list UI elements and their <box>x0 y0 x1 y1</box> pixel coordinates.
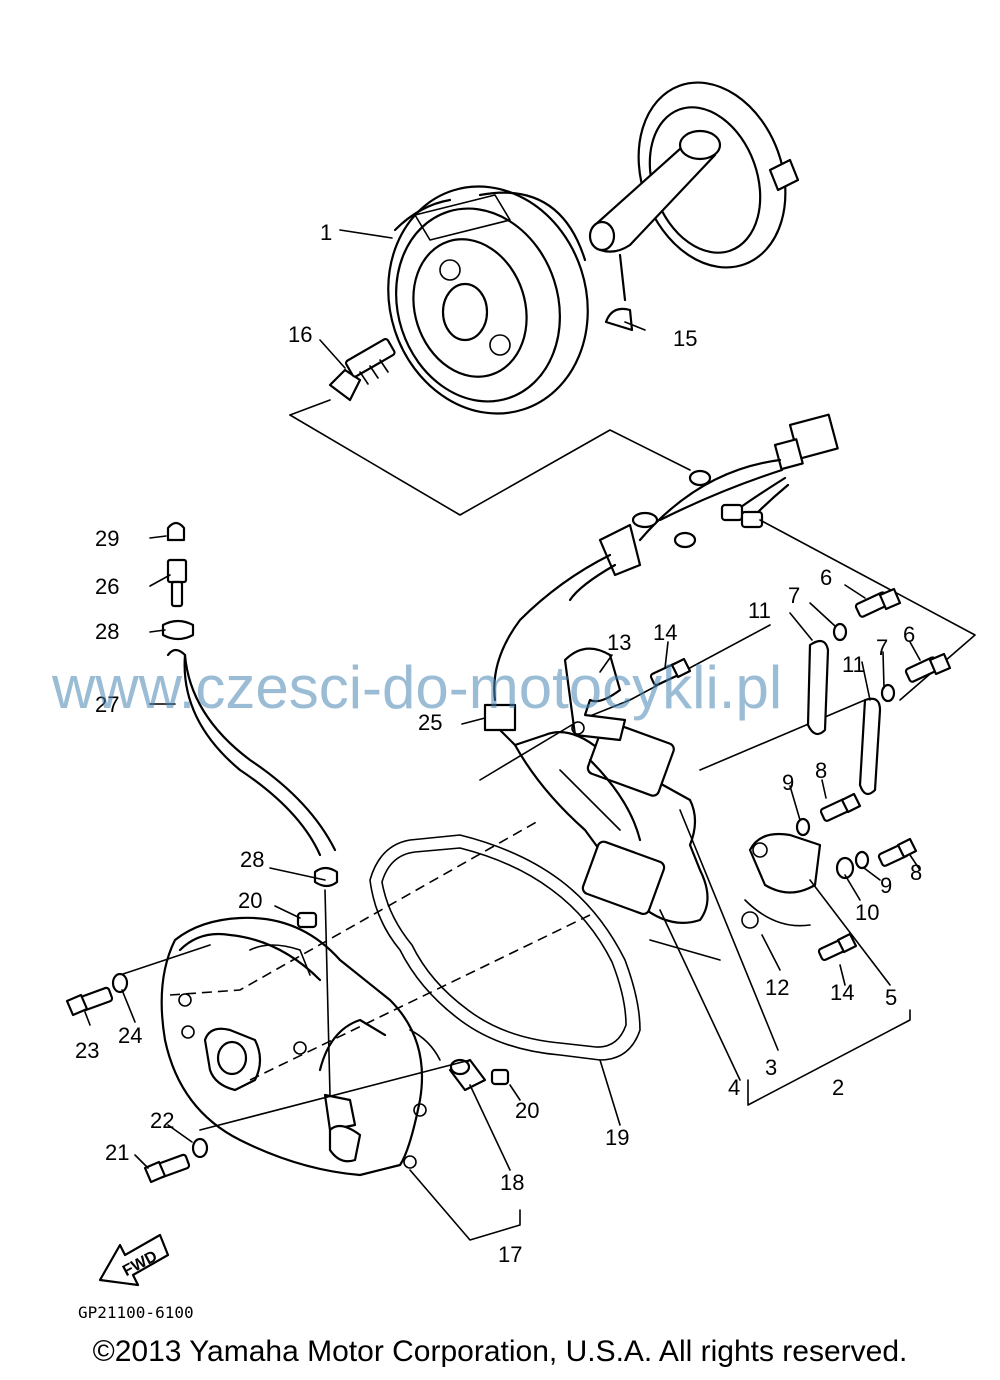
stator-wire-harness <box>483 413 839 747</box>
assembly-line-dashed <box>169 819 541 996</box>
bolt-8-right <box>877 837 918 867</box>
assembly-line <box>199 1059 471 1131</box>
washer-24 <box>111 972 129 994</box>
callout-10: 10 <box>855 900 879 925</box>
callout-20-lower: 20 <box>515 1098 539 1123</box>
bolt-21 <box>143 1153 191 1184</box>
callout-17: 17 <box>498 1242 522 1267</box>
stator-assembly <box>513 720 822 929</box>
callout-22: 22 <box>150 1108 174 1133</box>
callout-3: 3 <box>765 1055 777 1080</box>
leader-lines <box>84 229 921 1241</box>
dowel-pin-20-upper <box>296 911 318 929</box>
callout-18: 18 <box>500 1170 524 1195</box>
bolt-8-left <box>819 792 862 822</box>
callout-12: 12 <box>765 975 789 1000</box>
washer-9-left <box>795 817 811 837</box>
callout-8-lower: 8 <box>910 860 922 885</box>
assembly-line <box>119 944 211 976</box>
bolt-14-lower <box>817 932 858 961</box>
callout-2: 2 <box>832 1075 844 1100</box>
watermark-text: www.czesci-do-motocykli.pl <box>51 654 782 721</box>
starter-hub <box>588 81 800 332</box>
washer-9-right <box>854 850 870 870</box>
callout-11-left: 11 <box>748 598 771 623</box>
wire-clamp <box>563 647 627 742</box>
callout-4: 4 <box>728 1075 740 1100</box>
callout-9-upper: 9 <box>782 770 794 795</box>
callout-20-upper: 20 <box>238 888 262 913</box>
assembly-line <box>289 399 331 416</box>
flywheel-rotor <box>387 185 589 415</box>
callout-23: 23 <box>75 1038 99 1063</box>
assembly-line <box>289 414 691 516</box>
assembly-line <box>699 699 866 771</box>
callout-27: 27 <box>95 692 119 717</box>
breather-hose-assembly <box>161 521 339 1096</box>
washer-10 <box>835 856 855 880</box>
callout-21: 21 <box>105 1140 129 1165</box>
callout-14-upper: 14 <box>653 620 677 645</box>
cover-gasket <box>369 834 641 1061</box>
callout-15: 15 <box>673 326 697 351</box>
callout-13: 13 <box>607 630 631 655</box>
dowel-pin-20-lower <box>490 1068 510 1086</box>
callout-19: 19 <box>605 1125 629 1150</box>
clamp-hole <box>571 721 585 735</box>
rotor-bolt <box>328 337 396 402</box>
callout-28-lower: 28 <box>240 847 264 872</box>
bolt-6-lower <box>904 652 952 683</box>
callout-9-lower: 9 <box>880 873 892 898</box>
washer-7-upper <box>832 622 848 642</box>
callout-11-right: 11 <box>842 652 865 677</box>
callout-25: 25 <box>418 710 442 735</box>
bolt-23 <box>65 986 114 1017</box>
assembly-line <box>479 624 771 781</box>
plate-11-left <box>806 639 830 736</box>
copyright-notice: ©2013 Yamaha Motor Corporation, U.S.A. A… <box>92 1335 908 1368</box>
callout-6-upper: 6 <box>820 565 832 590</box>
crankcase-cover <box>160 916 441 1177</box>
callout-5: 5 <box>885 985 897 1010</box>
callout-24: 24 <box>118 1023 142 1048</box>
callout-labels: 1 2 3 4 5 6 6 7 7 8 8 9 9 10 11 11 12 13… <box>75 220 922 1267</box>
callout-28-upper: 28 <box>95 619 119 644</box>
bolt-14-upper <box>649 657 692 686</box>
assembly-line <box>649 939 721 961</box>
callout-26: 26 <box>95 574 119 599</box>
callout-7-upper: 7 <box>788 583 800 608</box>
plate-11-right <box>858 697 882 796</box>
assembly-line <box>759 519 976 701</box>
callout-16: 16 <box>288 322 312 347</box>
washer-22 <box>191 1137 209 1159</box>
washer-7-lower <box>880 683 896 703</box>
cover-gasket-inner <box>381 847 627 1048</box>
callout-6-lower: 6 <box>903 622 915 647</box>
fwd-arrow: FWD <box>98 1233 170 1287</box>
bolt-6-upper <box>854 587 902 618</box>
diagram-code: GP21100-6100 <box>78 1303 194 1322</box>
dowel-pin-18 <box>448 1058 487 1092</box>
callout-29: 29 <box>95 526 119 551</box>
callout-7-lower: 7 <box>876 635 888 660</box>
callout-14-lower: 14 <box>830 980 854 1005</box>
callout-8-upper: 8 <box>815 758 827 783</box>
callout-1: 1 <box>320 220 332 245</box>
